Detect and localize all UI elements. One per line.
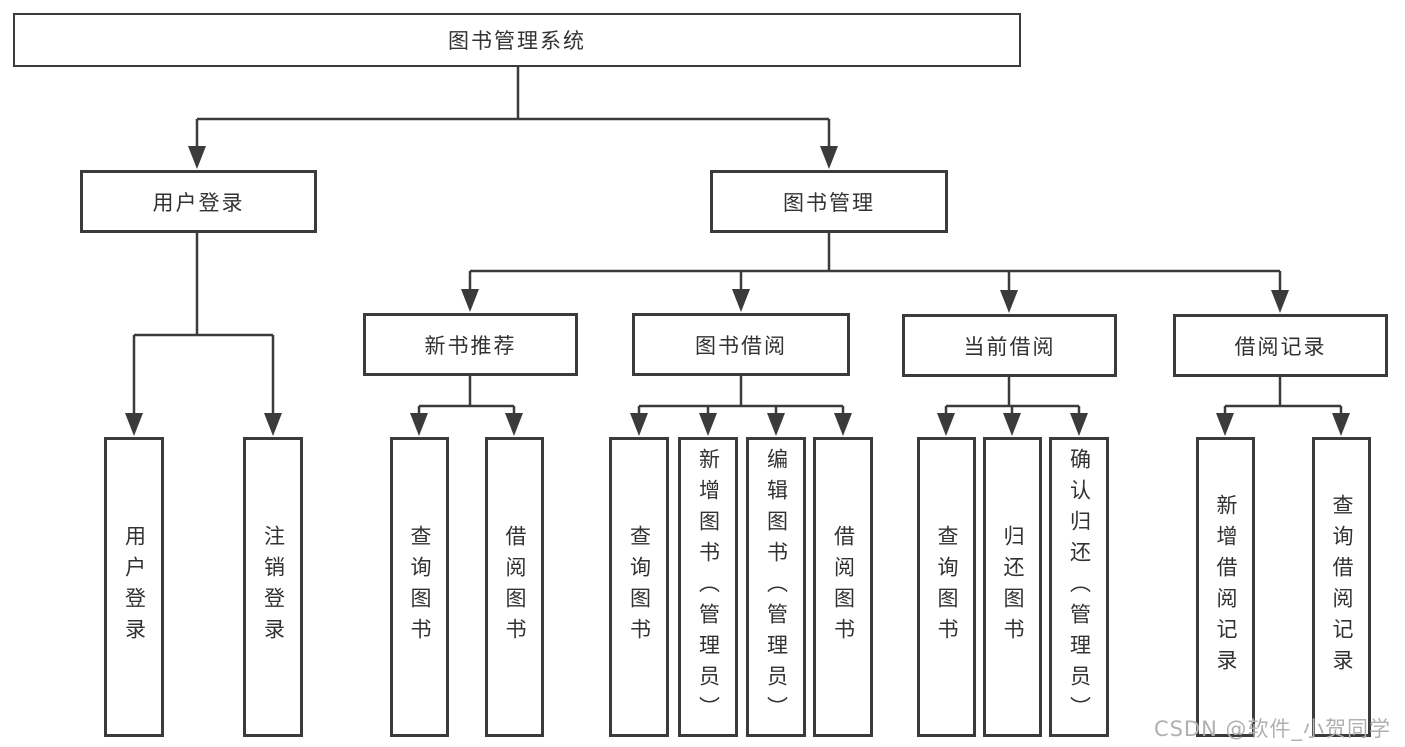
node-root-label: 图书管理系统 [448,29,586,53]
leaf-query-borrow-record: 查询借阅记录 [1312,437,1371,737]
node-book-management-label: 图书管理 [783,190,875,215]
node-current-borrowing-label: 当前借阅 [963,334,1056,359]
leaf-add-borrow-record-label: 新增借阅记录 [1214,494,1238,680]
leaf-query-books-current-label: 查询图书 [935,525,959,649]
node-book-management: 图书管理 [710,170,948,233]
leaf-user-login: 用户登录 [104,437,164,737]
leaf-add-borrow-record: 新增借阅记录 [1196,437,1255,737]
leaf-add-books-admin: 新增图书（管理员） [678,437,738,737]
node-root: 图书管理系统 [13,13,1021,67]
leaf-add-books-admin-label: 新增图书（管理员） [696,447,721,727]
node-book-borrowing: 图书借阅 [632,313,850,376]
leaf-user-login-label: 用户登录 [122,525,147,649]
leaf-query-books-borrow: 查询图书 [609,437,669,737]
leaf-confirm-return-admin: 确认归还（管理员） [1049,437,1109,737]
leaf-borrow-books-recommend: 借阅图书 [485,437,544,737]
leaf-query-books-current: 查询图书 [917,437,976,737]
node-new-book-recommend: 新书推荐 [363,313,578,376]
leaf-confirm-return-admin-label: 确认归还（管理员） [1067,447,1092,727]
leaf-borrow-books-recommend-label: 借阅图书 [503,525,527,649]
leaf-borrow-books-label: 借阅图书 [831,525,856,649]
leaf-borrow-books: 借阅图书 [813,437,873,737]
leaf-query-books-recommend-label: 查询图书 [408,525,432,649]
leaf-query-borrow-record-label: 查询借阅记录 [1330,494,1354,680]
leaf-edit-books-admin-label: 编辑图书（管理员） [764,447,789,727]
leaf-return-books-label: 归还图书 [1001,525,1025,649]
leaf-logout-label: 注销登录 [261,525,286,649]
csdn-watermark: CSDN @软件_小贺同学 [1153,717,1391,741]
leaf-query-books-recommend: 查询图书 [390,437,449,737]
node-current-borrowing: 当前借阅 [902,314,1117,377]
leaf-return-books: 归还图书 [983,437,1042,737]
node-user-login: 用户登录 [80,170,317,233]
node-borrowing-records-label: 借阅记录 [1234,334,1327,359]
leaf-edit-books-admin: 编辑图书（管理员） [746,437,806,737]
node-borrowing-records: 借阅记录 [1173,314,1388,377]
node-new-book-recommend-label: 新书推荐 [424,333,517,358]
node-book-borrowing-label: 图书借阅 [695,333,787,358]
leaf-logout: 注销登录 [243,437,303,737]
node-user-login-label: 用户登录 [152,190,245,215]
leaf-query-books-borrow-label: 查询图书 [627,525,652,649]
